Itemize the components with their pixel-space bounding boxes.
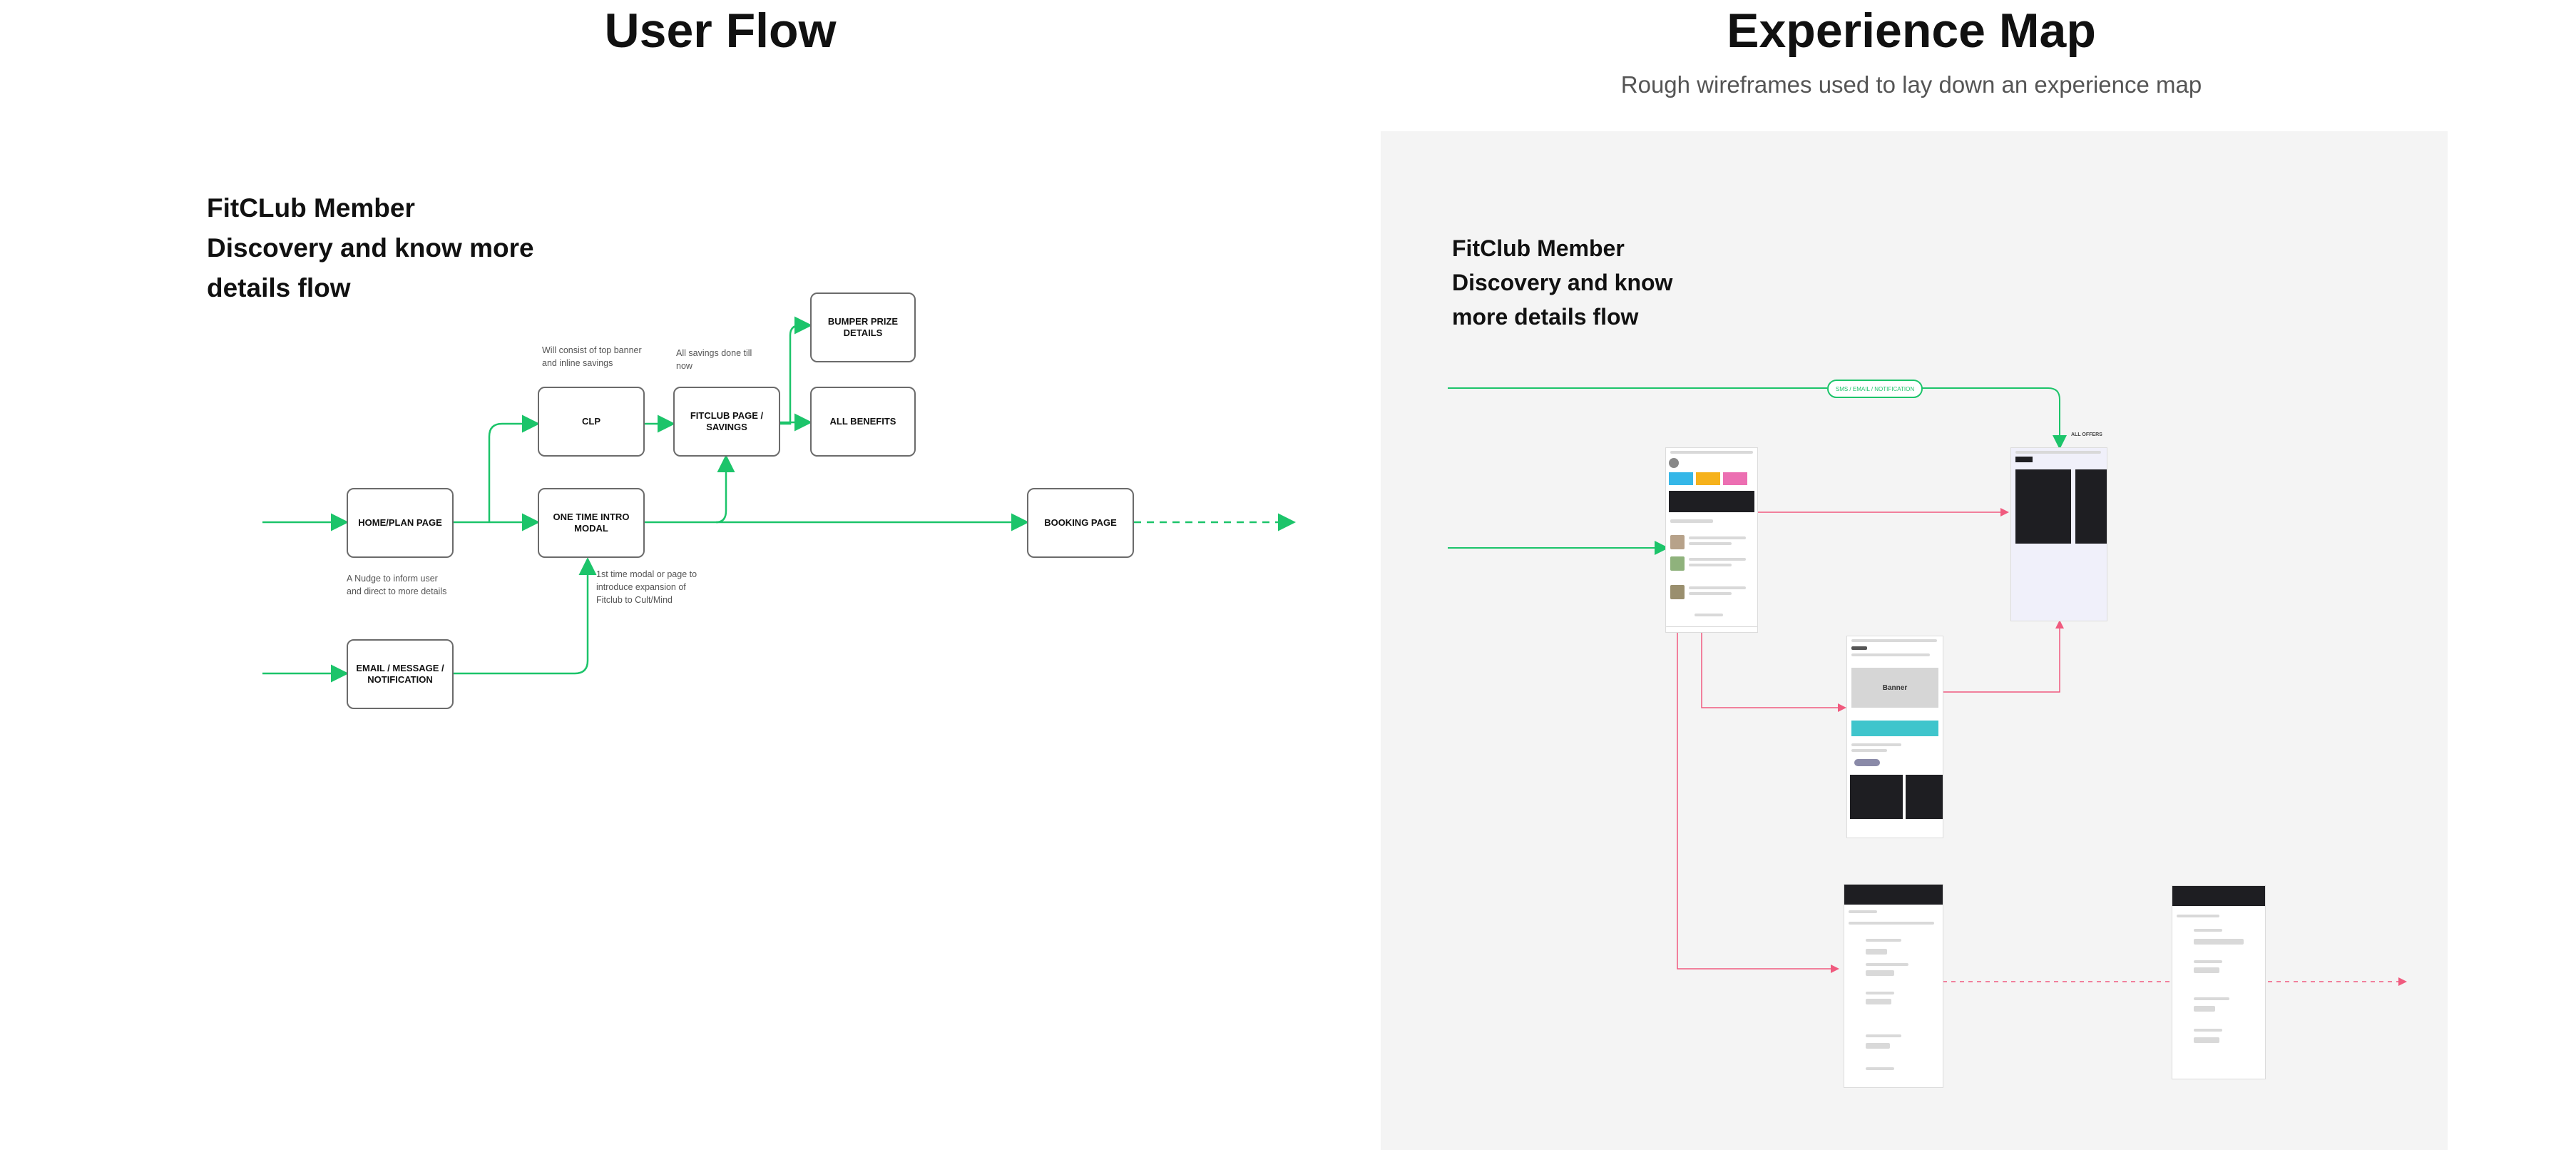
experience-map-subtitle: Rough wireframes used to lay down an exp… — [1620, 71, 2202, 98]
intro-note: 1st time modal or page to introduce expa… — [596, 569, 697, 605]
all-offers-label: ALL OFFERS — [2071, 432, 2102, 437]
user-flow-connectors — [262, 316, 1296, 683]
booking-page-node: BOOKING PAGE — [1027, 488, 1134, 558]
booking-wireframe — [2172, 886, 2265, 1079]
home-plan-page-node: HOME/PLAN PAGE — [347, 488, 454, 558]
clp-note: Will consist of top banner and inline sa… — [542, 345, 642, 368]
clp-wireframe: Banner — [1847, 636, 1943, 838]
all-offers-wireframe — [2011, 448, 2107, 621]
savings-note: All savings done till now — [676, 348, 752, 371]
nudge-note: A Nudge to inform user and direct to mor… — [347, 574, 447, 596]
user-flow-heading-line: details flow — [207, 273, 351, 302]
banner-placeholder: Banner — [1851, 668, 1938, 708]
fitclub-savings-node: FITCLUB PAGE / SAVINGS — [673, 387, 780, 457]
sms-email-notification-pill: SMS / EMAIL / NOTIFICATION — [1827, 380, 1923, 398]
experience-map-title: Experience Map — [1727, 4, 2096, 58]
clp-node: CLP — [538, 387, 645, 457]
all-benefits-node: ALL BENEFITS — [810, 387, 916, 457]
one-time-intro-modal-node: ONE TIME INTRO MODAL — [538, 488, 645, 558]
user-flow-heading-line: Discovery and know more — [207, 233, 534, 263]
experience-map-heading: FitClub Member Discovery and know more d… — [1452, 231, 1737, 334]
email-message-notification-node: EMAIL / MESSAGE / NOTIFICATION — [347, 639, 454, 709]
bumper-prize-details-node: BUMPER PRIZE DETAILS — [810, 292, 916, 362]
experience-map-heading-line: Discovery and know — [1452, 270, 1673, 295]
experience-map-heading-line: FitClub Member — [1452, 235, 1625, 261]
user-flow-title: User Flow — [604, 4, 837, 58]
schedule-wireframe — [1844, 885, 1943, 1087]
home-page-wireframe — [1666, 448, 1757, 632]
experience-map-heading-line: more details flow — [1452, 304, 1639, 330]
user-flow-heading-line: FitCLub Member — [207, 193, 415, 223]
user-flow-heading: FitCLub Member Discovery and know more d… — [207, 188, 578, 308]
